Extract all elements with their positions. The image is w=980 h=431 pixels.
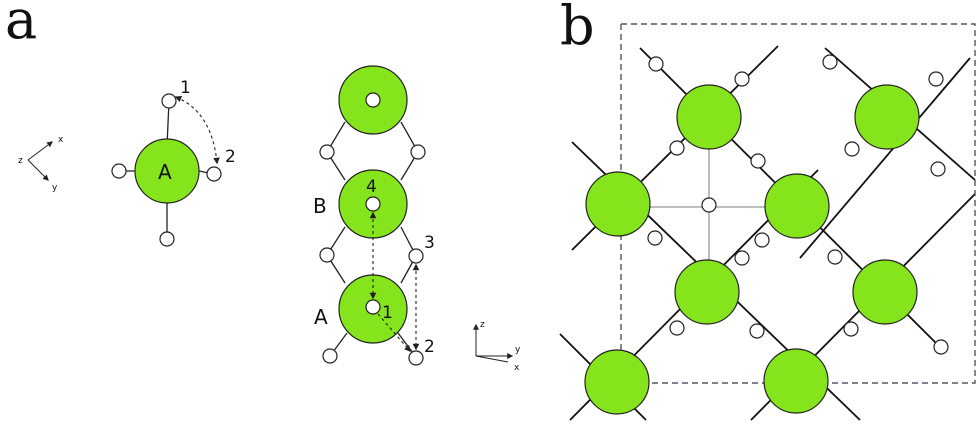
small-atom	[930, 161, 946, 177]
chain-ligand	[319, 144, 335, 160]
small-atom	[647, 230, 663, 246]
small-atom	[843, 321, 859, 337]
small-atom-center	[701, 197, 717, 213]
panel-a-letter: a	[5, 0, 37, 51]
atom-chain-group: B A 4 1 3 2	[313, 65, 435, 366]
chain-site-3	[408, 248, 424, 264]
large-atom	[854, 84, 920, 150]
chain-site-1	[365, 299, 381, 315]
single-atom-group: A 1 2	[111, 78, 236, 247]
axis-x-label-2: x	[514, 363, 520, 373]
site-1-label: 1	[180, 78, 191, 98]
hop-arrow-1-2	[174, 95, 220, 165]
panel-b-letter: b	[560, 0, 595, 57]
ligand-site-1	[161, 93, 177, 109]
large-atom	[674, 259, 740, 325]
small-atom	[734, 71, 750, 87]
chain-site-3-label: 3	[424, 233, 435, 253]
small-atom	[749, 323, 765, 339]
small-atom	[827, 249, 843, 265]
small-atom	[928, 71, 944, 87]
panel-a: a x y z A 1 2	[5, 0, 521, 373]
atom-A-label: A	[158, 160, 172, 184]
axes-zyx-icon: z y x	[473, 320, 521, 373]
small-atom	[648, 56, 664, 72]
small-atom	[669, 320, 685, 336]
chain-site-1-label: 1	[382, 303, 393, 323]
axis-z-label: z	[18, 156, 23, 166]
chain-site-4-label: 4	[366, 177, 377, 197]
small-atom	[933, 339, 949, 355]
large-atom	[764, 173, 830, 239]
atom-top-center-site	[365, 92, 381, 108]
ligand-bottom	[159, 231, 175, 247]
large-atom	[585, 171, 651, 237]
large-atom	[763, 348, 829, 414]
ligand-site-2	[206, 166, 222, 182]
atom-A-chain-label: A	[314, 305, 328, 329]
small-atom	[734, 250, 750, 266]
panel-b: b	[559, 0, 976, 421]
axis-y-label: y	[52, 183, 58, 193]
axes-xyz-icon: x y z	[18, 135, 64, 193]
chain-site-4	[365, 196, 381, 212]
site-2-label: 2	[225, 147, 236, 167]
small-atom	[669, 140, 685, 156]
chain-ligand	[319, 247, 335, 263]
small-atom	[750, 153, 766, 169]
axis-z-label-2: z	[480, 320, 485, 330]
chain-ligand	[322, 348, 338, 364]
axis-y-label-2: y	[515, 345, 521, 355]
small-atom	[822, 54, 838, 70]
large-atom	[852, 259, 918, 325]
ligand-left	[111, 163, 127, 179]
small-atom	[754, 232, 770, 248]
chain-site-2-label: 2	[424, 337, 435, 357]
large-atoms	[584, 84, 920, 415]
small-atoms	[647, 54, 949, 355]
chain-site-2	[408, 350, 424, 366]
axis-x-label: x	[58, 135, 64, 145]
small-atom	[844, 141, 860, 157]
hop-arrow-1-2	[377, 313, 411, 352]
chain-ligand	[410, 144, 426, 160]
large-atom	[584, 349, 650, 415]
large-atom	[676, 84, 742, 150]
atom-B-label: B	[313, 194, 327, 218]
